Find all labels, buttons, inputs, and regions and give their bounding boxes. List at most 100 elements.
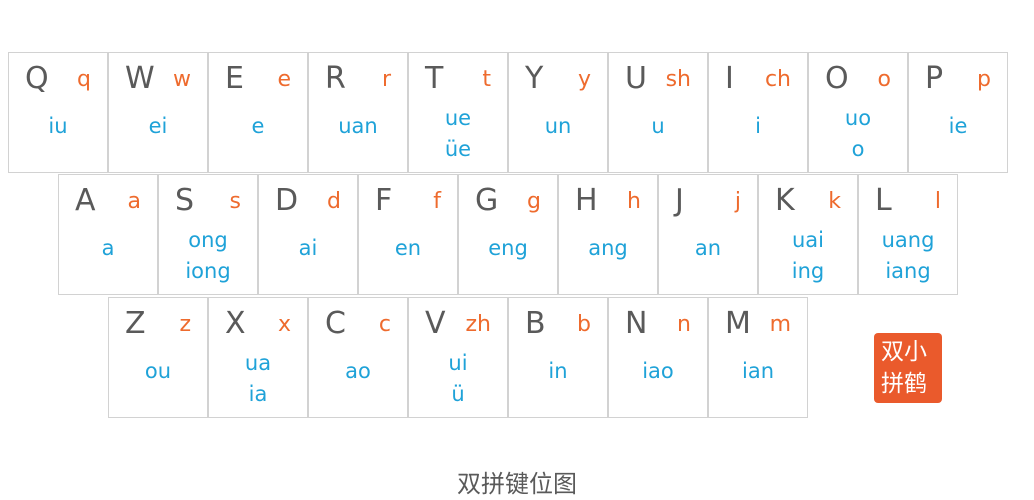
key-initial: sh xyxy=(665,67,691,92)
key-initial: h xyxy=(627,189,641,214)
key-final: ü xyxy=(451,382,465,406)
key-initial: f xyxy=(433,189,441,214)
key-initial: w xyxy=(173,67,191,92)
xiaohe-shuangpin-seal: 双小 拼鹤 xyxy=(874,333,942,403)
key-final: ie xyxy=(948,114,968,138)
key-final: un xyxy=(544,114,572,138)
key-initial: o xyxy=(877,67,891,92)
key-initial: s xyxy=(229,189,241,214)
key-final: uan xyxy=(338,114,378,138)
key-finals: ai xyxy=(259,233,357,264)
seal-line-1: 双小 xyxy=(881,339,927,365)
key-letter: H xyxy=(575,183,598,218)
key-final: ai xyxy=(298,236,318,260)
key-final: o xyxy=(851,137,865,161)
key-final: e xyxy=(251,114,265,138)
diagram-caption: 双拼键位图 xyxy=(457,470,577,498)
key-letter: P xyxy=(925,61,944,96)
key-initial: p xyxy=(977,67,991,92)
key-initial: g xyxy=(527,189,541,214)
key-final: ao xyxy=(345,359,371,383)
key-final: uai xyxy=(791,228,824,252)
key-final: iong xyxy=(185,259,231,283)
key-finals: ang xyxy=(559,233,657,264)
key-initial: ch xyxy=(764,67,791,92)
key-initial: z xyxy=(179,312,191,337)
key-letter: D xyxy=(275,183,299,218)
key-finals: a xyxy=(59,233,157,264)
key-letter: B xyxy=(525,306,546,341)
key-final: ou xyxy=(144,359,172,383)
key-final: ian xyxy=(741,359,774,383)
key-finals: ou xyxy=(109,356,207,387)
key-finals: u xyxy=(609,111,707,142)
key-finals: ie xyxy=(909,111,1007,142)
key-initial: x xyxy=(277,312,291,337)
key-final: i xyxy=(755,114,761,138)
key-finals: ei xyxy=(109,111,207,142)
key-initial: zh xyxy=(465,312,492,337)
key-finals: ian xyxy=(709,356,807,387)
key-finals: iu xyxy=(9,111,107,142)
key-finals: ao xyxy=(309,356,407,387)
key-finals: an xyxy=(659,233,757,264)
key-letter: T xyxy=(425,61,444,96)
key-letter: L xyxy=(875,183,892,218)
key-final: ang xyxy=(588,236,628,260)
key-initial: j xyxy=(734,189,741,214)
key-letter: Q xyxy=(25,61,49,96)
key-letter: V xyxy=(425,306,446,341)
key-initial: l xyxy=(934,189,941,214)
key-initial: c xyxy=(378,312,391,337)
key-letter: Y xyxy=(525,61,544,96)
key-letter: A xyxy=(75,183,96,218)
key-initial: t xyxy=(482,67,491,92)
key-final: an xyxy=(694,236,722,260)
key-letter: K xyxy=(775,183,795,218)
key-initial: r xyxy=(381,67,391,92)
key-letter: G xyxy=(475,183,499,218)
key-initial: b xyxy=(577,312,591,337)
key-letter: Z xyxy=(125,306,146,341)
key-finals: un xyxy=(509,111,607,142)
key-initial: n xyxy=(677,312,691,337)
key-final: a xyxy=(101,236,115,260)
key-final: ue xyxy=(444,106,472,130)
key-final: in xyxy=(548,359,568,383)
key-finals: i xyxy=(709,111,807,142)
key-letter: U xyxy=(625,61,647,96)
key-letter: W xyxy=(125,61,155,96)
key-letter: E xyxy=(225,61,244,96)
key-initial: d xyxy=(327,189,341,214)
key-initial: e xyxy=(277,67,291,92)
key-final: ong xyxy=(188,228,228,252)
key-initial: q xyxy=(77,67,91,92)
key-letter: I xyxy=(725,61,734,96)
key-letter: S xyxy=(175,183,195,218)
key-final: uang xyxy=(881,228,935,252)
key-letter: O xyxy=(825,61,849,96)
